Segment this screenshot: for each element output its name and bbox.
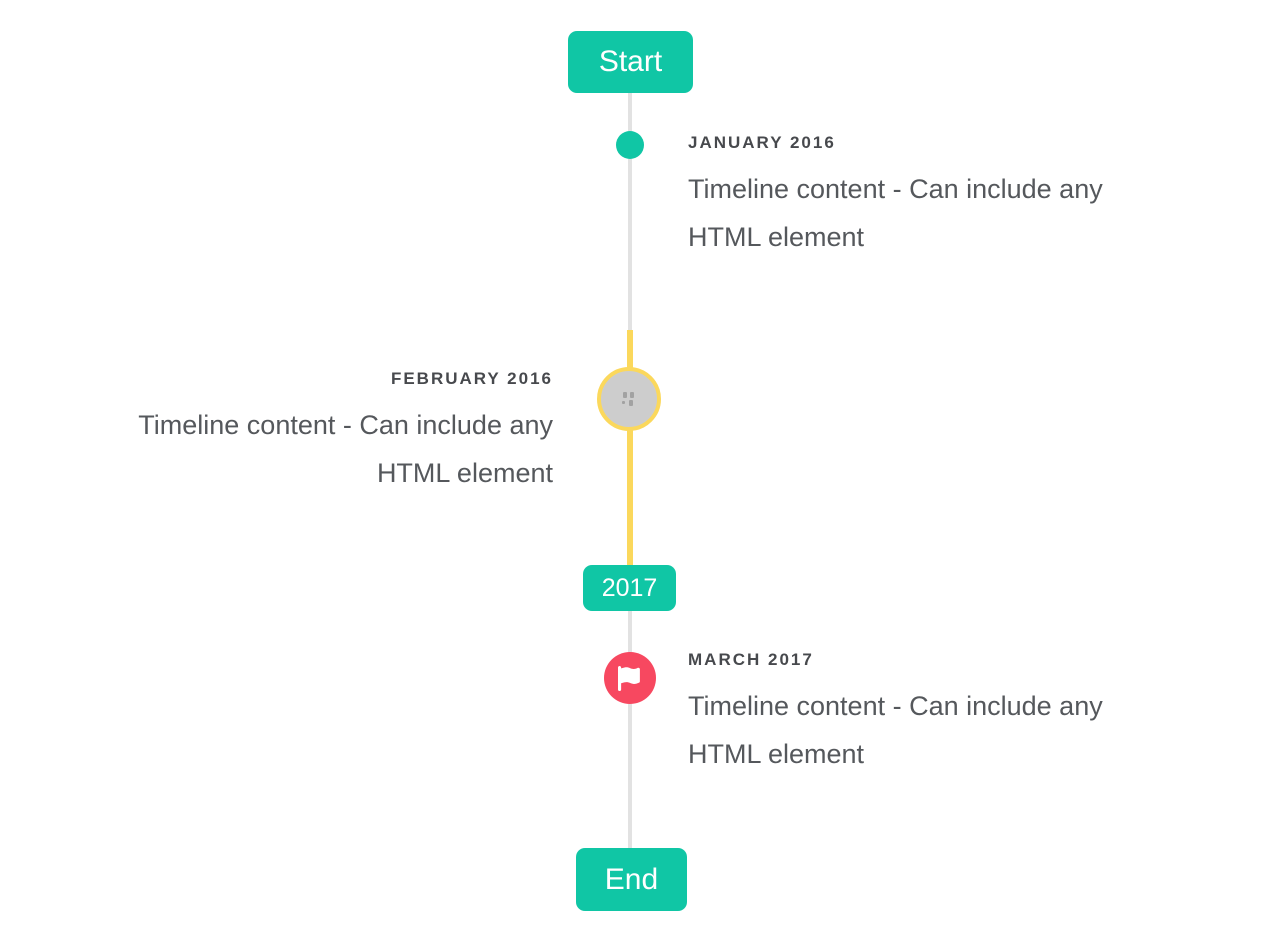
timeline-item-march: MARCH 2017 Timeline content - Can includ… (688, 650, 1158, 778)
item-content-text: Timeline content - Can include any HTML … (688, 174, 1103, 252)
broken-image-icon (621, 391, 638, 407)
timeline-item-january: JANUARY 2016 Timeline content - Can incl… (688, 133, 1158, 261)
item-content-text: Timeline content - Can include any HTML … (688, 691, 1103, 769)
february-image-marker (597, 367, 661, 431)
flag-icon (617, 665, 640, 691)
march-flag-marker (604, 652, 656, 704)
item-date-label: MARCH 2017 (688, 650, 814, 669)
timeline-line-segment-highlight (627, 330, 633, 566)
start-badge: Start (568, 31, 693, 93)
year-badge-2017: 2017 (583, 565, 676, 611)
timeline-item-february: FEBRUARY 2016 Timeline content - Can inc… (83, 369, 553, 497)
item-content-text: Timeline content - Can include any HTML … (138, 410, 553, 488)
timeline-line-segment-bottom (628, 611, 632, 849)
item-date-label: JANUARY 2016 (688, 133, 836, 152)
january-dot-marker (616, 131, 644, 159)
end-badge: End (576, 848, 687, 911)
item-date-label: FEBRUARY 2016 (390, 369, 553, 388)
timeline-line-segment-top (628, 93, 632, 331)
